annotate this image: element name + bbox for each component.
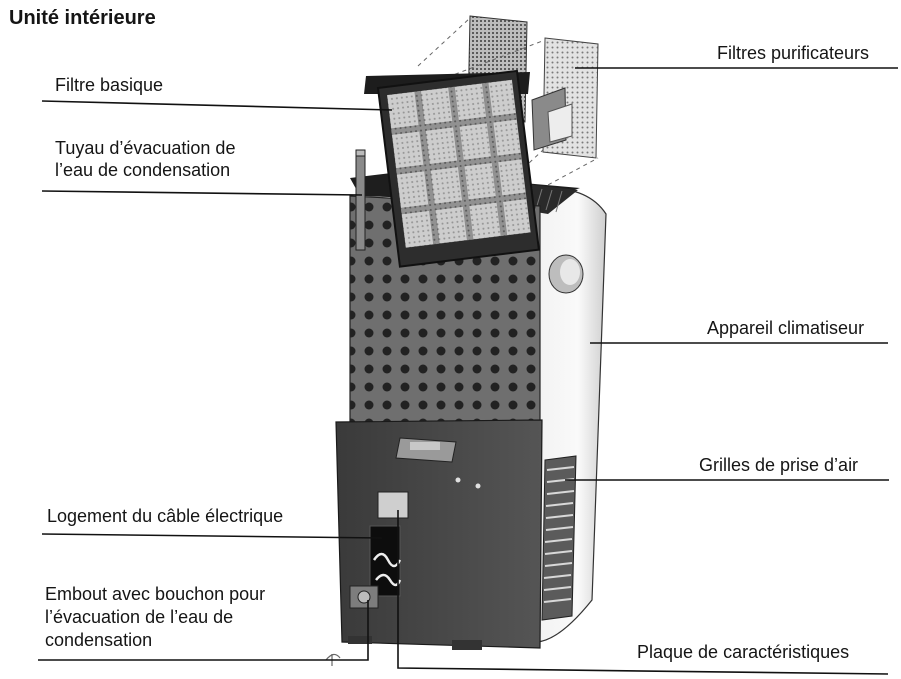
label-embout-line3: condensation (45, 630, 153, 650)
leader-embout (38, 600, 369, 661)
leader-lines (38, 67, 898, 675)
label-tuyau-line2: l’eau de condensation (55, 160, 231, 180)
air-intake-grille (541, 455, 577, 621)
label-filtre-basique: Filtre basique (55, 75, 164, 95)
label-appareil-climatiseur: Appareil climatiseur (707, 318, 865, 338)
label-embout-line1: Embout avec bouchon pour (45, 584, 266, 604)
label-logement-cable: Logement du câble électrique (47, 506, 284, 526)
label-embout-line2: l’évacuation de l’eau de (45, 607, 234, 627)
leader-filtre-basique (41, 100, 393, 111)
diagram-title: Unité intérieure (9, 7, 156, 29)
label-grilles-prise-air: Grilles de prise d’air (699, 455, 859, 475)
leader-plaque (397, 510, 889, 675)
leader-logement (41, 533, 383, 539)
leader-tuyau (41, 190, 363, 196)
label-tuyau-line1: Tuyau d’évacuation de (55, 138, 236, 158)
drain-hose (355, 149, 366, 251)
label-filtres-purificateurs: Filtres purificateurs (717, 43, 870, 63)
label-plaque-caracteristiques: Plaque de caractéristiques (637, 642, 850, 662)
basic-filter (364, 69, 541, 268)
